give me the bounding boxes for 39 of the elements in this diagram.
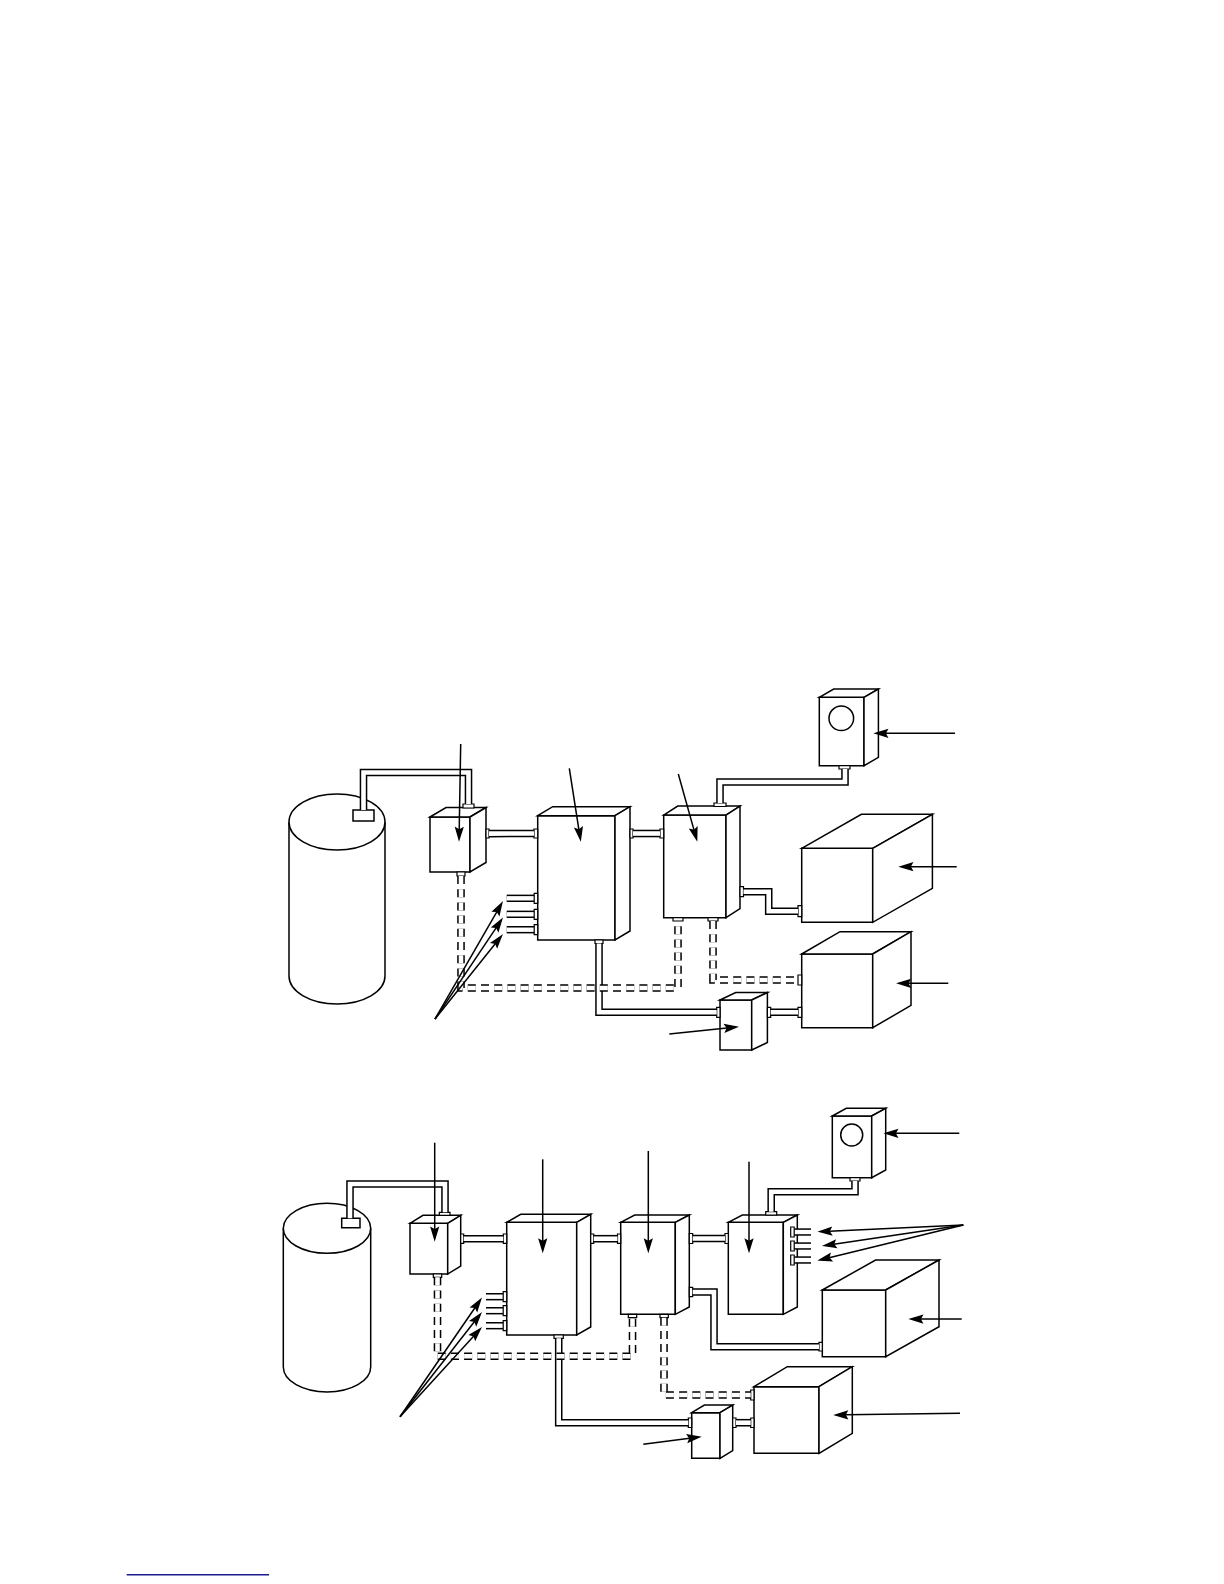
pipe <box>463 1234 504 1243</box>
pipe <box>489 829 534 838</box>
pipe <box>554 1338 689 1427</box>
equipment-box <box>797 813 936 924</box>
pipe <box>767 1181 859 1212</box>
pipe-stub <box>790 1226 811 1238</box>
pipe-stub <box>790 1240 811 1252</box>
pipe-stub <box>790 1254 811 1266</box>
pipe <box>736 1418 751 1427</box>
equipment-box <box>818 1258 942 1358</box>
pipe <box>770 1008 799 1017</box>
equipment-box <box>750 1365 855 1455</box>
dashed-pipe <box>660 1317 751 1399</box>
dashed-pipe <box>433 1277 637 1361</box>
pipe-stub <box>486 1305 508 1317</box>
equipment-box <box>797 930 914 1029</box>
tank <box>288 793 386 1005</box>
pipe <box>633 829 660 838</box>
pipe-stub <box>486 1320 508 1332</box>
equipment-box <box>724 1211 801 1316</box>
pipe <box>346 1180 449 1219</box>
tank <box>282 1202 372 1393</box>
dashed-pipe <box>457 876 682 992</box>
pipe-stub <box>506 924 539 936</box>
equipment-box <box>687 1403 737 1460</box>
pipe <box>593 1234 618 1243</box>
pipe <box>692 1288 819 1351</box>
pipe-stub <box>506 908 539 920</box>
pipe <box>743 887 798 916</box>
pipe <box>716 769 849 803</box>
pipe <box>595 943 717 1017</box>
equipment-box <box>616 1213 694 1319</box>
equipment-box <box>502 1213 595 1339</box>
equipment-box <box>659 802 745 922</box>
pipe <box>692 1234 725 1243</box>
pipe <box>359 768 473 810</box>
equipment-box <box>533 805 634 945</box>
pipe-stub <box>486 1291 508 1303</box>
pipe-stub <box>506 892 539 904</box>
